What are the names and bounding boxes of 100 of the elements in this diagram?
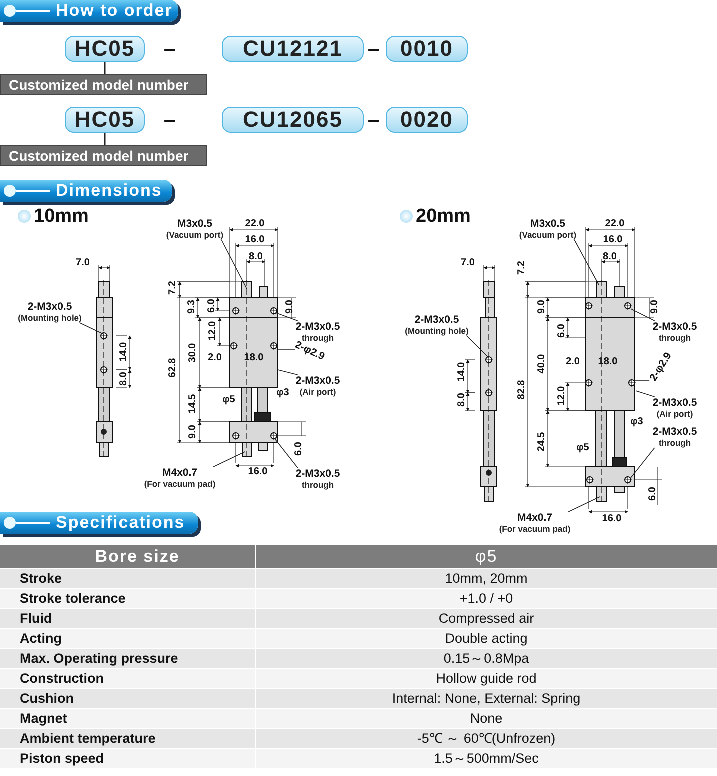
section-heading-tab: How to order <box>0 0 178 22</box>
section-heading-tab: Dimensions <box>0 180 172 202</box>
dimension-value: 8.0 <box>456 393 468 407</box>
caption-bar: Customized model number <box>0 74 207 95</box>
dimension-value: 6.0 <box>556 324 568 338</box>
table-cell: Fluid <box>0 608 256 628</box>
table-cell: Cushion <box>0 688 256 708</box>
callout-note: (For vacuum pad) <box>499 524 571 534</box>
dimension-value: 9.0 <box>650 300 660 314</box>
table-cell: Piston speed <box>0 748 256 768</box>
callout-label: 2-M3x0.5 <box>296 468 340 480</box>
dimension-value: 24.5 <box>536 432 548 452</box>
dimension-value: 40.0 <box>536 354 548 374</box>
dimension-value: 8.0 <box>603 252 617 262</box>
dimension-value: 16.0 <box>603 234 623 246</box>
table-cell: 10mm, 20mm <box>256 568 717 588</box>
dimension-value: 6.0 <box>294 442 304 456</box>
callout-note: through <box>300 480 336 490</box>
leader-line <box>636 390 656 398</box>
callout-note: (Air port) <box>298 387 338 397</box>
table-cell: Ambient temperature <box>0 728 256 748</box>
caption-bar: Customized model number <box>0 145 207 166</box>
table-cell: Double acting <box>256 628 717 648</box>
callout-label: M3x0.5 <box>176 218 214 230</box>
table-header-cell: Bore size <box>0 545 256 568</box>
dimension-value: φ5 <box>222 394 236 406</box>
leader-line <box>274 438 298 468</box>
dimension-value: 62.8 <box>168 358 178 378</box>
callout-label: 2-M3x0.5 <box>414 314 460 326</box>
dimension-value: 9.0 <box>284 300 296 314</box>
dimension-value: 12.0 <box>556 386 568 406</box>
dimension-value: 16.0 <box>602 514 622 524</box>
dimension-value: 9.0 <box>536 300 548 314</box>
model-code-pill: CU12065 <box>222 107 364 133</box>
callout-note: (Air port) <box>656 409 694 419</box>
leader-line <box>213 452 246 468</box>
table-cell: Construction <box>0 668 256 688</box>
callout-label: 2-M3x0.5 <box>652 426 698 438</box>
table-cell: +1.0 / +0 <box>256 588 717 608</box>
dimension-value: 9.3 <box>186 300 198 314</box>
separator-dash: – <box>368 36 380 62</box>
view-heading: 10mm <box>34 206 89 228</box>
table-cell: Max. Operating pressure <box>0 648 256 668</box>
dimension-value: 8.0 <box>118 372 130 386</box>
table-cell: -5℃ ～ 60℃(Unfrozen) <box>256 728 717 748</box>
leader-line <box>221 240 248 290</box>
callout-label: M3x0.5 <box>529 218 567 230</box>
model-code-pill: HC05 <box>65 107 145 133</box>
separator-dash: – <box>368 107 380 133</box>
table-cell: 1.5～500mm/Sec <box>256 748 717 768</box>
dimension-value: φ3 <box>276 388 290 398</box>
dimension-value: 6.0 <box>648 487 658 501</box>
dimension-value: 16.0 <box>245 234 265 246</box>
dimension-value: 14.0 <box>456 362 468 382</box>
leader-line <box>568 496 600 512</box>
callout-note: through <box>302 333 336 343</box>
model-code-pill: 0010 <box>386 36 468 62</box>
table-cell: Hollow guide rod <box>256 668 717 688</box>
dimension-value: 30.0 <box>188 343 198 363</box>
table-cell: Stroke tolerance <box>0 588 256 608</box>
dimension-value: 2.0 <box>566 356 580 368</box>
dimension-value: φ3 <box>630 416 644 428</box>
dimension-value: 82.8 <box>516 380 528 400</box>
dimension-value: 7.2 <box>516 261 528 275</box>
callout-label: 2-M3x0.5 <box>296 375 340 387</box>
dimension-value: 9.0 <box>188 425 198 439</box>
table-cell: None <box>256 708 717 728</box>
callout-label: M4x0.7 <box>161 467 198 479</box>
leader-line <box>276 312 298 322</box>
callout-note: through <box>658 438 692 448</box>
separator-dash: – <box>164 107 176 133</box>
model-code-pill: HC05 <box>65 36 145 62</box>
leader-line <box>630 308 656 322</box>
dimension-value: 14.5 <box>188 394 198 414</box>
callout-label: 2-M3x0.5 <box>652 321 698 333</box>
callout-label: 2-M3x0.5 <box>652 397 698 409</box>
dimension-value: 6.0 <box>206 299 218 313</box>
leader-line <box>634 380 650 382</box>
dimension-value: 22.0 <box>605 218 625 230</box>
leader-line <box>278 370 298 376</box>
table-cell: 0.15～0.8Mpa <box>256 648 717 668</box>
callout-note: (For vacuum pad) <box>144 479 216 489</box>
callout-note: (Mounting hole) <box>18 313 82 323</box>
table-cell: Stroke <box>0 568 256 588</box>
dimension-value: 2.0 <box>208 352 222 364</box>
callout-label: 2-M3x0.5 <box>26 301 74 313</box>
leader-line <box>574 240 600 286</box>
dimension-value: 16.0 <box>248 466 268 478</box>
callout-note: through <box>658 333 692 343</box>
connector-line <box>104 133 106 145</box>
dimension-value: 8.0 <box>249 252 263 262</box>
dimension-value: 18.0 <box>244 352 264 364</box>
callout-label: 2-M3x0.5 <box>296 321 340 333</box>
dimension-value: 7.2 <box>168 281 178 295</box>
table-cell: Acting <box>0 628 256 648</box>
callout-label: M4x0.7 <box>516 512 553 524</box>
leader-line <box>79 322 104 334</box>
cylinder-side-view-drawing <box>480 280 498 504</box>
separator-dash: – <box>164 36 176 62</box>
connector-line <box>104 62 106 74</box>
